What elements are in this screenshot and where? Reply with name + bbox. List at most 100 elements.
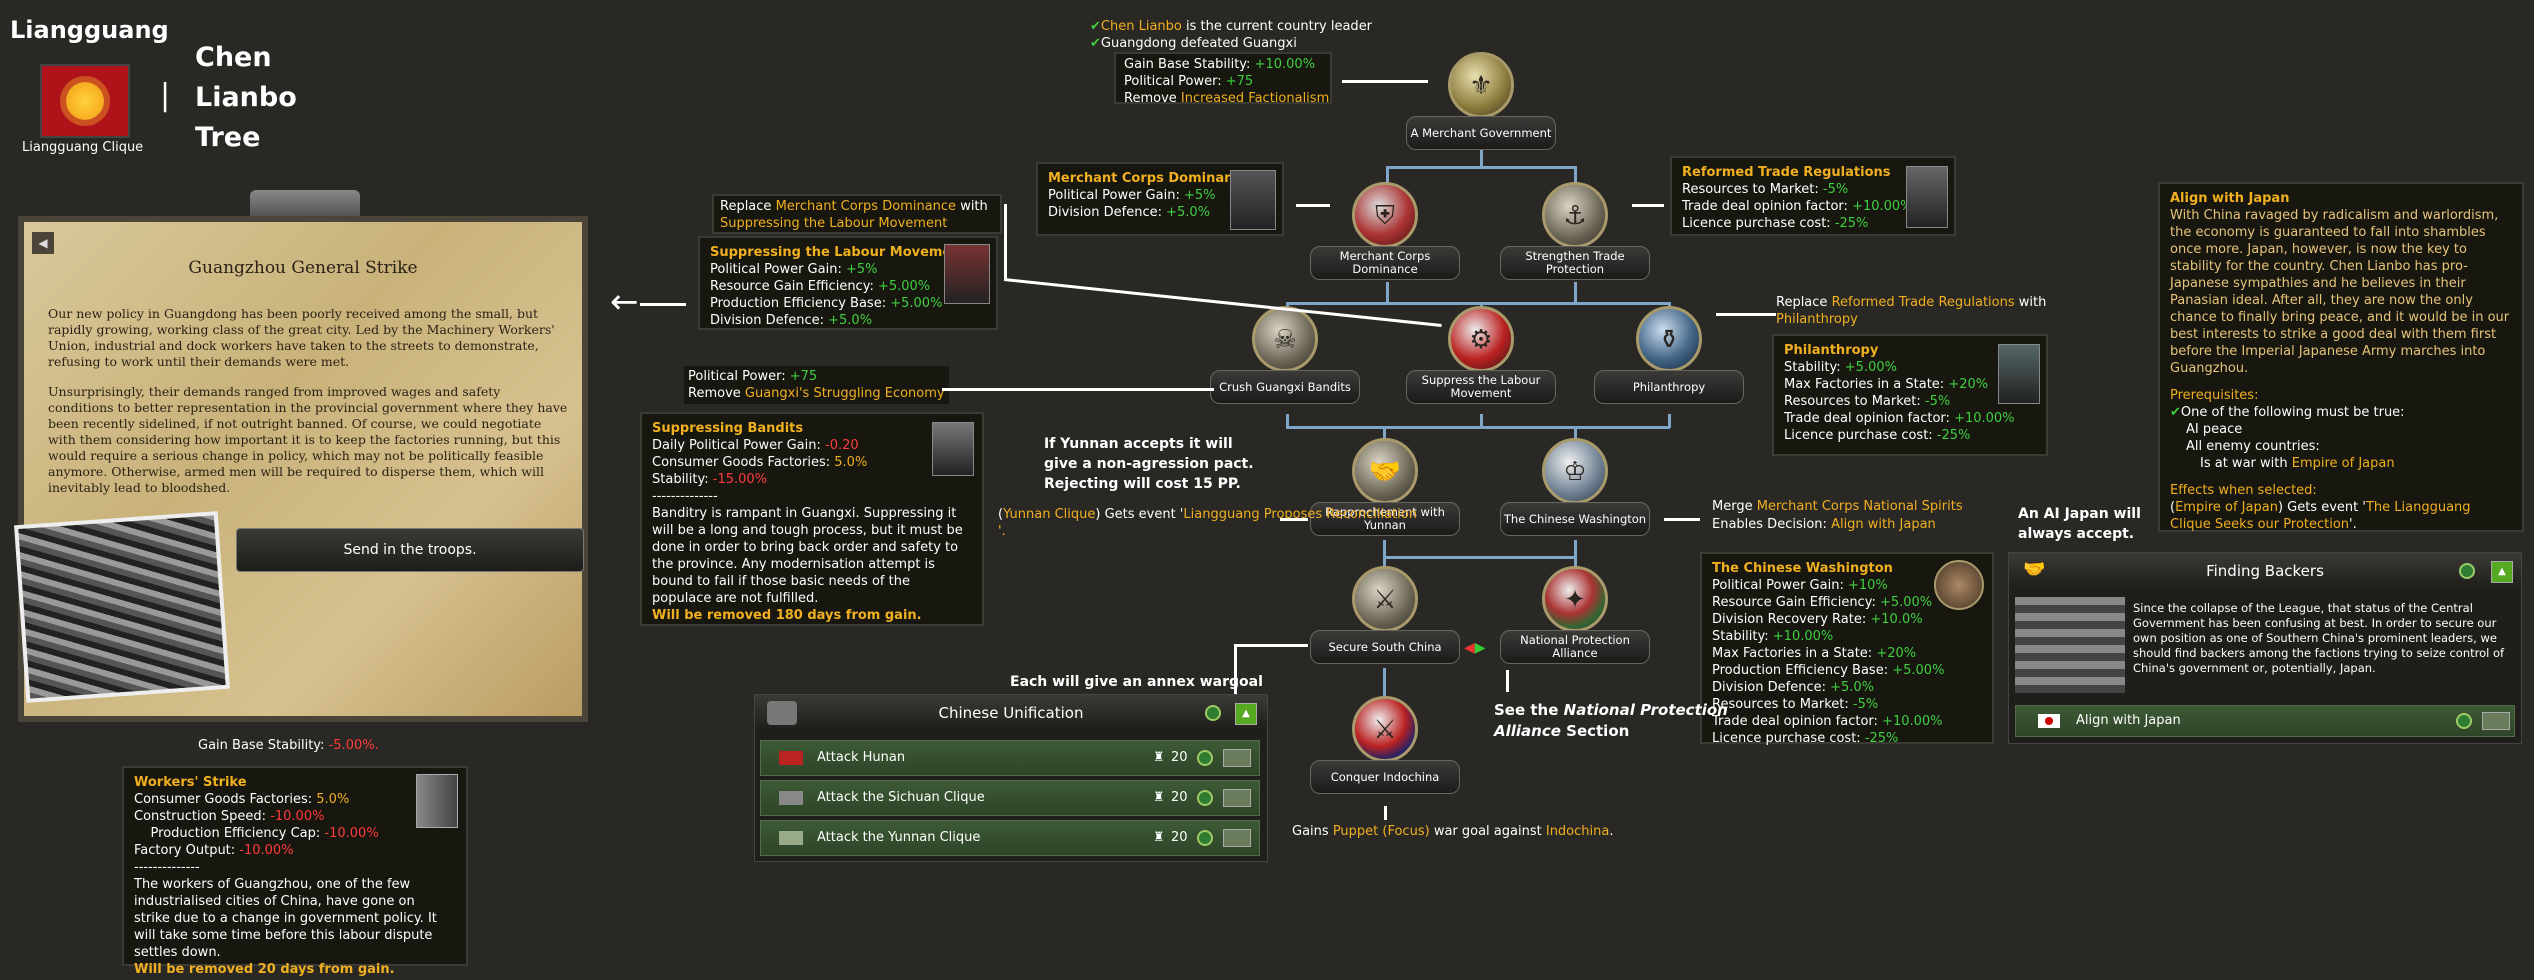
decision-attack-yunnan[interactable]: Attack the Yunnan Clique ♜ 20 — [760, 820, 1260, 856]
event-title: Guangzhou General Strike — [188, 258, 418, 278]
top-effect-box: Gain Base Stability: +10.00% Political P… — [1114, 52, 1332, 106]
left-arrow-icon: ← — [610, 282, 639, 322]
mail-icon — [1223, 829, 1251, 847]
focus-philanthropy[interactable]: ⚱ Philanthropy — [1594, 306, 1744, 404]
event-window: ◀ Guangzhou General Strike Our new polic… — [14, 216, 588, 722]
connector — [1234, 680, 1237, 698]
strengthen-trade-icon: ⚓ — [1542, 182, 1608, 248]
tree-line — [1480, 150, 1483, 166]
tree-line — [1383, 540, 1386, 558]
conquer-flag-icon: ⚔ — [1352, 696, 1418, 762]
focus-crush-guangxi[interactable]: ☠ Crush Guangxi Bandits — [1210, 306, 1360, 404]
cost-icon: ♜ — [1153, 830, 1165, 845]
status-icon — [1197, 830, 1213, 846]
tree-line — [1386, 166, 1577, 169]
collapse-button[interactable]: ▲ — [2491, 561, 2513, 583]
send-troops-button[interactable]: Send in the troops. — [236, 528, 584, 572]
yunnan-note: If Yunnan accepts it will give a non-agr… — [1044, 436, 1254, 492]
back-arrow-icon[interactable]: ◀ — [32, 232, 54, 254]
tree-line — [1386, 282, 1389, 302]
ai-japan-note: An AI Japan will always accept. — [2018, 506, 2141, 542]
tree-line — [1574, 556, 1577, 572]
mail-icon — [2482, 712, 2510, 730]
connector — [1716, 313, 1776, 316]
event-paragraph-2: Unsurprisingly, their demands ranged fro… — [48, 384, 568, 495]
collapse-button[interactable]: ▲ — [1235, 703, 1257, 725]
tree-line — [1574, 282, 1577, 302]
reformed-trade-tooltip: Reformed Trade Regulations Resources to … — [1670, 156, 1956, 236]
finding-backers-title: Finding Backers — [2206, 562, 2324, 580]
decision-attack-hunan[interactable]: Attack Hunan ♜ 20 — [760, 740, 1260, 776]
unification-title: Chinese Unification — [938, 704, 1084, 722]
align-japan-tooltip: Align with Japan With China ravaged by r… — [2158, 182, 2524, 532]
unification-icon — [767, 701, 797, 725]
connector — [942, 388, 1214, 391]
mail-icon — [1223, 749, 1251, 767]
finding-backers-desc: Since the collapse of the League, that s… — [2133, 601, 2505, 675]
focus-chinese-washington[interactable]: ♔ The Chinese Washington — [1500, 438, 1650, 536]
tree-line — [1286, 302, 1670, 305]
suppressing-bandits-tooltip: Suppressing Bandits Daily Political Powe… — [640, 412, 984, 626]
merchant-government-icon: ⚜ — [1448, 52, 1514, 118]
mail-icon — [1223, 789, 1251, 807]
secure-south-icon: ⚔ — [1352, 566, 1418, 632]
scales-icon — [1906, 166, 1948, 228]
tree-line — [1480, 414, 1483, 428]
yunnan-event: (Yunnan Clique) Gets event 'Liangguang P… — [998, 507, 1417, 539]
finding-backers-header: 🤝 Finding Backers ▲ — [2009, 553, 2521, 589]
tree-line — [1383, 556, 1577, 559]
focus-strengthen-trade[interactable]: ⚓ Strengthen Trade Protection — [1500, 182, 1650, 280]
header-separator: | — [160, 78, 171, 113]
focus-merchant-government[interactable]: ⚜ A Merchant Government — [1406, 52, 1556, 150]
alliance-icon: ✦ — [1542, 566, 1608, 632]
focus-npa[interactable]: ✦ National Protection Alliance — [1500, 566, 1650, 664]
status-icon — [1197, 790, 1213, 806]
focus-merchant-corps[interactable]: ⛨ Merchant Corps Dominance — [1310, 182, 1460, 280]
connector — [1280, 518, 1308, 521]
tree-line — [1386, 166, 1389, 188]
npa-note: See the National Protection Alliance Sec… — [1494, 701, 1728, 740]
flag-icon — [779, 831, 803, 845]
flag-icon — [779, 791, 803, 805]
connector — [1632, 204, 1664, 207]
shield-icon — [1230, 170, 1276, 230]
arrow-line — [640, 303, 686, 306]
merge-note: Merge Merchant Corps National Spirits En… — [1712, 499, 1963, 532]
focus-rapprochement[interactable]: 🤝 Rapprochement with Yunnan — [1310, 438, 1460, 536]
replace-rtr-note: Replace Reformed Trade Regulations with … — [1776, 295, 2047, 327]
philanthropy-icon: ⚱ — [1636, 306, 1702, 372]
merchant-corps-icon: ⛨ — [1352, 182, 1418, 248]
handshake-icon: 🤝 — [1352, 438, 1418, 504]
event-photo — [14, 511, 230, 703]
align-japan-decision[interactable]: Align with Japan — [2015, 705, 2515, 737]
flag-icon — [779, 751, 803, 765]
skull-icon: ☠ — [1252, 306, 1318, 372]
leader-portrait-icon: ♔ — [1542, 438, 1608, 504]
top-focus-tooltip: ✔Chen Lianbo is the current country lead… — [1090, 19, 1373, 51]
status-icon — [2456, 713, 2472, 729]
washington-icon — [1934, 560, 1984, 610]
decision-attack-sichuan[interactable]: Attack the Sichuan Clique ♜ 20 — [760, 780, 1260, 816]
suppress-labour-tooltip: Suppressing the Labour Movement Politica… — [698, 236, 998, 330]
tree-line — [1383, 668, 1386, 696]
chinese-washington-tooltip: The Chinese Washington Political Power G… — [1700, 552, 1994, 746]
connector — [1004, 204, 1007, 280]
connector — [1296, 204, 1330, 207]
gear-icon: ⚙ — [1448, 306, 1514, 372]
strike-icon — [416, 774, 458, 828]
status-icon — [2459, 563, 2475, 579]
handshake-icon: 🤝 — [2023, 559, 2046, 580]
tree-line — [1574, 540, 1577, 558]
event-paragraph-1: Our new policy in Guangdong has been poo… — [48, 306, 555, 369]
focus-suppress-labour[interactable]: ⚙ Suppress the Labour Movement — [1406, 306, 1556, 404]
unification-header: Chinese Unification ▲ — [755, 695, 1267, 731]
workers-strike-tooltip: Workers' Strike Consumer Goods Factories… — [122, 766, 468, 977]
focus-secure-south[interactable]: ⚔ Secure South China — [1310, 566, 1460, 664]
connector — [1342, 80, 1428, 83]
replace-mcd-note: Replace Merchant Corps Dominance with Su… — [712, 194, 1002, 234]
connector — [1506, 670, 1509, 692]
japan-flag-icon — [2038, 714, 2060, 728]
focus-conquer-indochina[interactable]: ⚔ Conquer Indochina — [1310, 696, 1460, 794]
connector — [1234, 644, 1308, 647]
bag-icon — [1998, 344, 2040, 404]
